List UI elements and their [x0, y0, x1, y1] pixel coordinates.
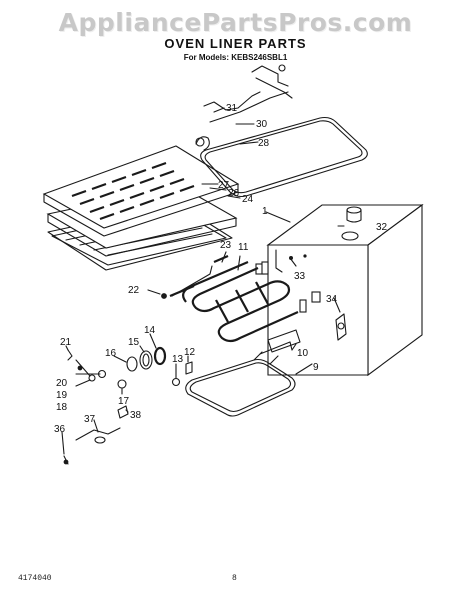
door-gasket — [200, 116, 368, 198]
callout-17: 17 — [118, 396, 130, 407]
broil-pan-slots — [71, 161, 195, 221]
callout-32: 32 — [376, 222, 388, 233]
page-number: 8 — [232, 574, 237, 583]
oven-racks-stack — [42, 145, 240, 271]
callout-28: 28 — [258, 138, 270, 149]
callout-34: 34 — [326, 294, 338, 305]
callout-19: 19 — [56, 390, 68, 401]
callout-18: 18 — [56, 402, 68, 413]
element-bracket — [169, 254, 229, 298]
callout-23: 23 — [220, 240, 232, 251]
wire-harness — [195, 64, 293, 151]
callout-labels: 1 9 10 11 12 13 14 15 16 17 18 19 20 21 … — [54, 103, 388, 435]
callout-31: 31 — [226, 103, 238, 114]
broil-element — [182, 260, 307, 343]
bake-element — [185, 351, 296, 417]
callout-22: 22 — [128, 285, 140, 296]
callout-38: 38 — [130, 410, 142, 421]
model-subtitle: For Models: KEBS246SBL1 — [183, 53, 288, 62]
callout-15: 15 — [128, 337, 140, 348]
leader-lines — [61, 107, 345, 455]
callout-20: 20 — [56, 378, 68, 389]
document-number: 4174040 — [18, 574, 52, 583]
callout-36: 36 — [54, 424, 66, 435]
callout-16: 16 — [105, 348, 117, 359]
diagram-title: OVEN LINER PARTS — [164, 36, 307, 51]
callout-14: 14 — [144, 325, 156, 336]
screw-22 — [161, 293, 167, 299]
callout-26: 26 — [228, 188, 240, 199]
watermark-text: AppliancePartsPros.com — [58, 8, 413, 37]
callout-27: 27 — [218, 180, 230, 191]
callout-37: 37 — [84, 414, 96, 425]
left-hardware — [63, 346, 193, 465]
callout-13: 13 — [172, 354, 184, 365]
callout-12: 12 — [184, 347, 196, 358]
callout-30: 30 — [256, 119, 268, 130]
terminal-bracket — [259, 329, 301, 355]
callout-33: 33 — [294, 271, 306, 282]
callout-21: 21 — [60, 337, 72, 348]
oven-liner-box — [255, 203, 424, 377]
callout-24: 24 — [242, 194, 254, 205]
callout-1: 1 — [262, 206, 268, 217]
callout-11: 11 — [238, 242, 249, 253]
callout-9: 9 — [313, 362, 319, 373]
callout-10: 10 — [297, 348, 309, 359]
